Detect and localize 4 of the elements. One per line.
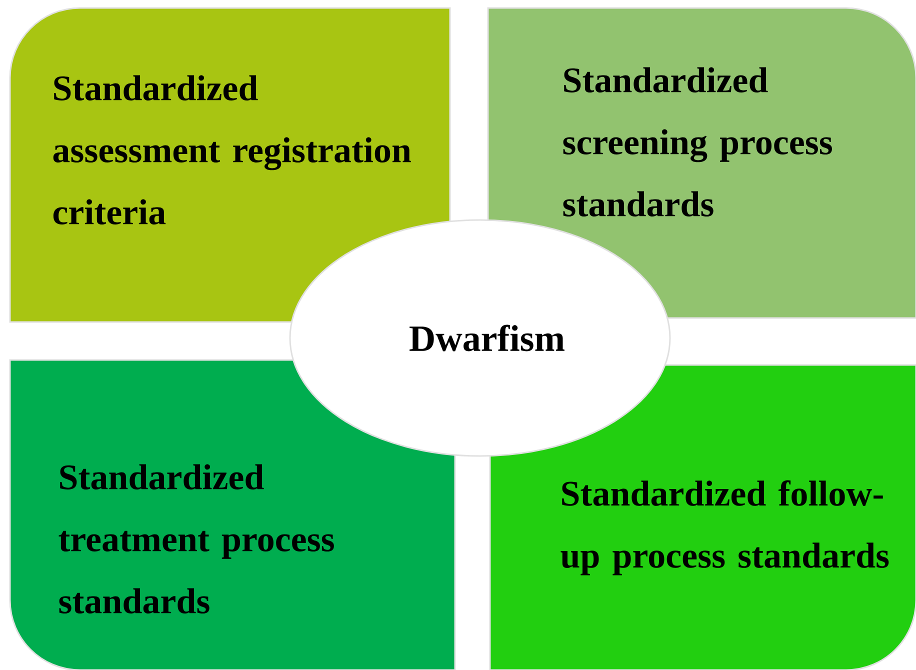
quadrant-box: Standardized follow-up process standards (489, 364, 916, 670)
quadrant-box: Standardized screening process standards (487, 7, 916, 319)
quadrant-box: Standardized assessment registration criteria (9, 7, 451, 323)
quadrant-box: Standardized treatment process standards (9, 359, 456, 670)
